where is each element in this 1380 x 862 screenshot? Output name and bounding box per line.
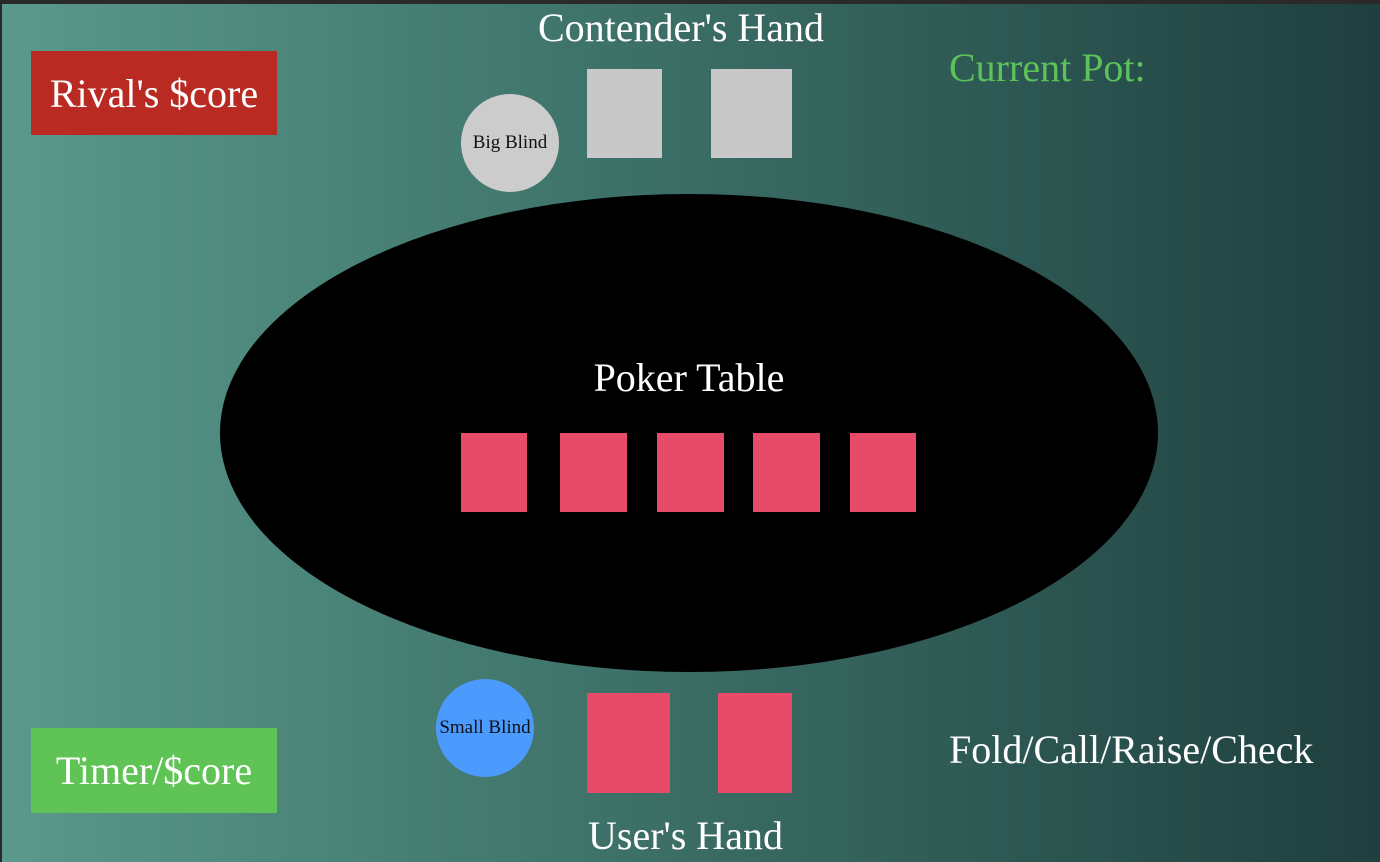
timer-score-panel: Timer/$core <box>31 728 277 813</box>
community-card-1[interactable] <box>461 433 527 512</box>
community-card-3[interactable] <box>657 433 724 512</box>
big-blind-chip: Big Blind <box>461 94 559 192</box>
big-blind-label: Big Blind <box>472 132 548 153</box>
user-hand-title: User's Hand <box>588 813 783 858</box>
timer-score-label: Timer/$core <box>55 748 253 793</box>
rival-score-panel: Rival's $core <box>31 51 277 135</box>
user-card-1[interactable] <box>587 693 670 793</box>
poker-table-title: Poker Table <box>593 355 785 400</box>
community-card-5[interactable] <box>850 433 916 512</box>
small-blind-label: Small Blind <box>439 717 531 738</box>
community-card-2[interactable] <box>560 433 627 512</box>
rival-score-label: Rival's $core <box>49 70 259 116</box>
contender-hand-title: Contender's Hand <box>538 5 825 50</box>
community-card-4[interactable] <box>753 433 820 512</box>
contender-card-2[interactable] <box>711 69 792 158</box>
action-options[interactable]: Fold/Call/Raise/Check <box>949 727 1314 772</box>
user-card-2[interactable] <box>718 693 792 793</box>
poker-table: Poker Table <box>220 194 1158 672</box>
contender-card-1[interactable] <box>587 69 662 158</box>
current-pot-label: Current Pot: <box>949 45 1146 90</box>
small-blind-chip: Small Blind <box>436 679 534 777</box>
poker-game-board: Rival's $core Contender's Hand Big Blind… <box>2 4 1380 862</box>
